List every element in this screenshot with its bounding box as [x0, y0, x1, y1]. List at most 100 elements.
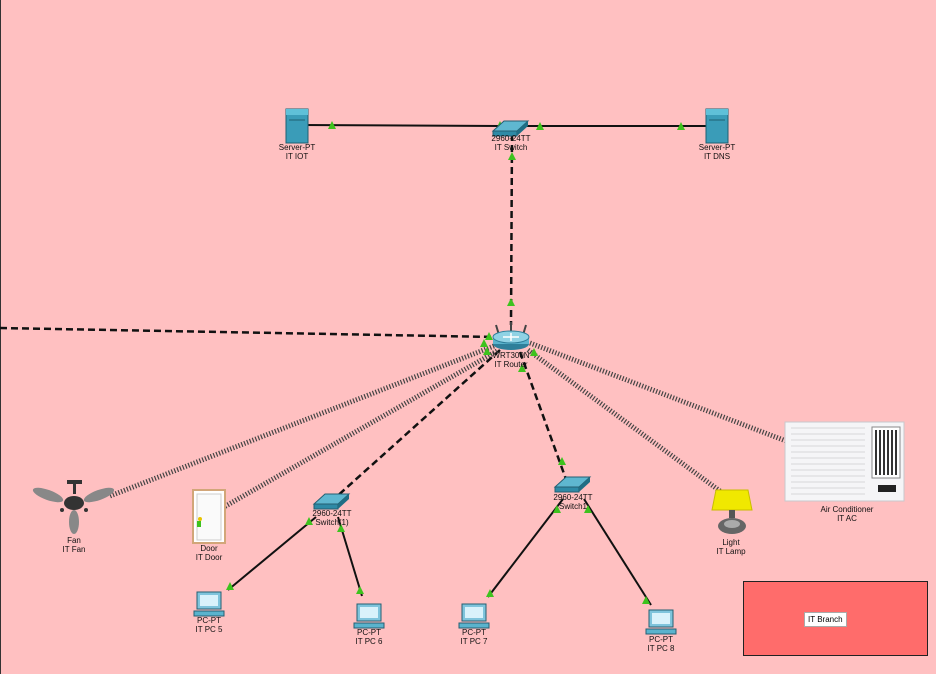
wireless-router-ac — [529, 340, 787, 444]
device-fan[interactable] — [32, 478, 116, 536]
wireless-router-lamp — [526, 347, 726, 497]
link-status-indicator — [507, 298, 515, 306]
link-status-indicator — [558, 457, 566, 465]
door-icon — [192, 489, 226, 544]
link-status-indicator — [485, 332, 493, 340]
device-model-label: Light — [722, 538, 740, 547]
link-status-indicator — [584, 505, 592, 513]
link-router-offscreen — [0, 326, 496, 339]
link-status-indicator — [486, 589, 494, 597]
device-server-iot[interactable] — [284, 107, 310, 145]
link-router-switchr — [518, 351, 569, 483]
device-name-label: IT PC 7 — [460, 637, 488, 646]
switch-icon — [312, 493, 351, 510]
pc-icon — [458, 603, 490, 629]
device-name-label: IT Router — [494, 360, 528, 369]
device-name-label: IT IOT — [285, 152, 309, 161]
link-switch1-pc5 — [227, 516, 317, 591]
device-model-label: 2960-24TT — [491, 134, 531, 143]
server-icon — [285, 108, 309, 144]
device-switch-right[interactable] — [553, 475, 593, 494]
device-model-label: Air Conditioner — [820, 505, 874, 514]
link-status-indicator — [480, 339, 488, 347]
device-model-label: Server-PT — [278, 143, 316, 152]
link-status-indicator — [553, 505, 561, 513]
link-status-indicator — [226, 582, 234, 590]
link-status-indicator — [337, 524, 345, 532]
device-model-label: 2960-24TT — [312, 509, 352, 518]
device-pc5[interactable] — [193, 590, 225, 618]
pc-icon — [193, 591, 225, 617]
air-conditioner-icon — [784, 421, 905, 502]
device-model-label: Door — [200, 544, 218, 553]
link-status-indicator — [328, 121, 336, 129]
device-name-label: IT PC 6 — [355, 637, 383, 646]
device-pc7[interactable] — [458, 602, 490, 630]
device-name-label: IT DNS — [703, 152, 731, 161]
device-name-label: IT PC 5 — [195, 625, 223, 634]
link-status-indicator — [530, 348, 538, 356]
device-door[interactable] — [191, 488, 227, 545]
device-model-label: PC-PT — [462, 628, 486, 637]
link-status-indicator — [518, 364, 526, 372]
ceiling-fan-icon — [32, 480, 115, 534]
link-router-switch1 — [333, 349, 501, 500]
pc-icon — [645, 609, 677, 635]
link-switchr-pc8 — [583, 498, 652, 606]
device-it-router[interactable] — [491, 320, 531, 352]
link-status-indicator — [483, 347, 491, 355]
device-ac[interactable] — [784, 421, 905, 502]
pc-icon — [353, 603, 385, 629]
device-model-label: PC-PT — [197, 616, 221, 625]
device-pc6[interactable] — [353, 602, 385, 630]
device-model-label: 2960-24TT — [553, 493, 593, 502]
link-status-indicator — [677, 122, 685, 130]
link-switchr-pc7 — [487, 498, 564, 598]
link-status-indicator — [508, 152, 516, 160]
server-icon — [705, 108, 729, 144]
device-name-label: IT PC 8 — [647, 644, 675, 653]
device-model-label: WRT300N — [492, 351, 530, 360]
device-name-label: Switch(1) — [315, 518, 349, 527]
device-name-label: IT Lamp — [716, 547, 746, 556]
device-model-label: PC-PT — [357, 628, 381, 637]
device-name-label: IT AC — [837, 514, 857, 523]
wireless-router-door — [222, 348, 499, 510]
link-status-indicator — [642, 596, 650, 604]
branch-area-label[interactable]: IT Branch — [804, 612, 847, 627]
link-status-indicator — [356, 586, 364, 594]
canvas-left-border — [0, 0, 1, 674]
device-model-label: Server-PT — [698, 143, 736, 152]
wireless-router-icon — [492, 322, 530, 350]
device-pc8[interactable] — [645, 608, 677, 636]
device-model-label: Fan — [67, 536, 81, 545]
device-name-label: IT Door — [195, 553, 223, 562]
link-status-indicator — [305, 517, 313, 525]
wireless-router-fan — [109, 343, 495, 499]
link-switch-router — [509, 133, 514, 326]
device-model-label: PC-PT — [649, 635, 673, 644]
lamp-icon — [711, 489, 753, 534]
device-name-label: IT Switch — [494, 143, 528, 152]
switch-icon — [553, 476, 592, 493]
device-name-label: IT Fan — [62, 545, 86, 554]
device-server-dns[interactable] — [704, 107, 730, 145]
device-name-label: Switch1 — [558, 502, 587, 511]
device-lamp[interactable] — [710, 488, 754, 536]
switch-icon — [491, 120, 530, 137]
